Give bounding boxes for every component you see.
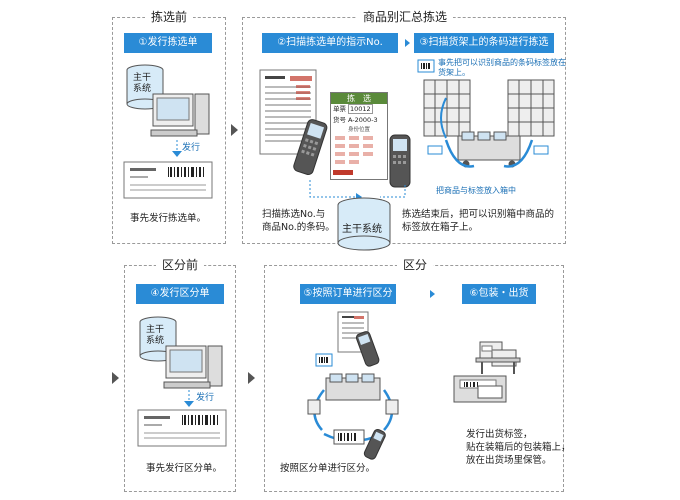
arrow-step5-to-step6 xyxy=(430,290,435,298)
issue-label-top: 发行 xyxy=(182,143,201,153)
caption-issue-picking-list: 事先发行拣选单。 xyxy=(130,213,207,224)
caption-issue-sorting-list: 事先发行区分单。 xyxy=(146,463,223,474)
issue-arrow-top xyxy=(172,140,182,157)
handheld-scanner-left xyxy=(293,119,328,176)
caption-scan-no: 扫描拣选No.与 商品No.的条码。 xyxy=(262,209,335,233)
warehouse-shelves xyxy=(423,79,555,168)
step-6-pack-and-ship: ⑥包装・出货 xyxy=(462,284,536,304)
picking-list-sheet xyxy=(259,69,317,155)
scanner-row-3: 身份位置 xyxy=(347,127,370,133)
shipping-illustration xyxy=(453,341,521,403)
host-system-illustration-bottom xyxy=(139,316,223,389)
picking-list-document xyxy=(123,161,213,199)
host-system-label-center: 主干系统 xyxy=(342,224,382,235)
section-title-sorting: 区分 xyxy=(396,258,434,272)
section-title-before-picking: 拣选前 xyxy=(144,10,194,24)
sorting-list-document xyxy=(137,409,227,447)
scanner-screen-grid xyxy=(333,136,373,175)
step-2-scan-instruction-no: ②扫描拣选单的指示No. xyxy=(262,33,398,53)
step-4-issue-sorting-list: ④发行区分单 xyxy=(136,284,224,304)
host-system-label-top: 主干 系统 xyxy=(133,73,152,94)
host-system-cylinder-center xyxy=(337,197,391,251)
issue-arrow-bottom xyxy=(184,390,194,407)
section-title-item-batch-picking: 商品别汇总拣选 xyxy=(356,10,454,24)
barcode-tag-icon xyxy=(417,59,435,73)
sorting-illustration xyxy=(307,311,399,460)
section-title-before-sorting: 区分前 xyxy=(155,258,205,272)
host-system-illustration-top xyxy=(126,64,210,137)
caption-shelf-label-note: 事先把可以识别商品的条码标签放在 货架上。 xyxy=(438,58,566,77)
arrow-before-to-sorting xyxy=(248,372,255,384)
step-5-sort-by-order: ⑤按照订单进行区分 xyxy=(300,284,396,304)
caption-put-into-box: 把商品与标签放入箱中 xyxy=(436,186,516,195)
step-1-issue-picking-list: ①发行拣选单 xyxy=(124,33,212,53)
caption-place-label-on-box: 拣选结束后，把可以识别箱中商品的 标签放在箱子上。 xyxy=(402,209,555,233)
arrow-into-sorting-before xyxy=(112,372,119,384)
caption-sort-by-list: 按照区分单进行区分。 xyxy=(280,463,376,474)
handheld-scanner-right xyxy=(389,134,411,188)
issue-label-bottom: 发行 xyxy=(196,393,215,403)
arrow-step2-to-step3 xyxy=(405,39,410,47)
scanner-screen-header: 拣 选 xyxy=(331,93,387,104)
arrow-before-to-picking xyxy=(231,124,238,136)
caption-issue-shipping-label: 发行出货标签， 贴在装箱后的包装箱上， 放在出货场里保管。 xyxy=(466,429,571,466)
host-system-label-bottom: 主干 系统 xyxy=(146,325,165,346)
step-3-scan-shelf-barcode: ③扫描货架上的条码进行拣选 xyxy=(414,33,554,53)
